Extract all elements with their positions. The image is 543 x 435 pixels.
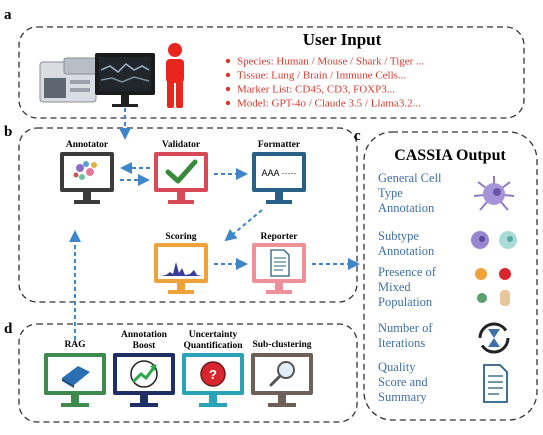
panel-b: b Annotator Validator Formatter bbox=[4, 124, 358, 303]
output-quality-line-3: Summary bbox=[378, 390, 427, 404]
summary-document-icon bbox=[483, 364, 508, 403]
panel-d-letter: d bbox=[4, 321, 13, 337]
subclustering-label: Sub-clustering bbox=[252, 340, 311, 350]
question-icon: ? bbox=[200, 361, 226, 387]
person-icon bbox=[166, 43, 184, 108]
output-mixed-line-1: Presence of bbox=[378, 265, 437, 279]
output-general-line-1: General Cell bbox=[378, 171, 442, 185]
validator-agent: Validator bbox=[154, 140, 208, 204]
annotator-label: Annotator bbox=[66, 140, 109, 150]
output-general-line-2: Type bbox=[378, 186, 403, 200]
uncertainty-module: Uncertainty Quantification ? bbox=[182, 330, 244, 407]
panel-c-letter: c bbox=[354, 128, 361, 144]
uncertainty-label-line-2: Quantification bbox=[183, 341, 243, 351]
panel-c: c CASSIA Output General Cell Type Annota… bbox=[354, 128, 538, 421]
panel-c-title: CASSIA Output bbox=[394, 147, 506, 164]
output-subtype-line-2: Annotation bbox=[378, 244, 435, 258]
bullet-species: Species: Human / Mouse / Shark / Tiger .… bbox=[237, 56, 425, 68]
check-icon bbox=[165, 159, 198, 184]
report-document-icon bbox=[270, 249, 290, 277]
panel-a-title: User Input bbox=[303, 30, 382, 49]
rag-module: RAG bbox=[44, 340, 106, 407]
output-item-list: General Cell Type Annotation Subtype Ann… bbox=[378, 171, 442, 404]
question-mark-glyph: ? bbox=[209, 367, 217, 382]
computer-monitor-icon bbox=[95, 53, 155, 107]
cell-cluster-icon bbox=[73, 161, 97, 180]
scoring-label: Scoring bbox=[165, 232, 196, 242]
output-mixed-line-2: Mixed bbox=[378, 280, 411, 294]
reporter-agent: Reporter bbox=[252, 232, 306, 294]
output-mixed-line-3: Population bbox=[378, 295, 433, 309]
rag-label: RAG bbox=[64, 340, 86, 350]
magnifier-icon bbox=[269, 361, 295, 387]
annotation-boost-module: Annotation Boost bbox=[113, 330, 175, 407]
mixed-population-icon bbox=[475, 268, 511, 306]
book-icon bbox=[62, 366, 90, 388]
output-general-line-3: Annotation bbox=[378, 201, 435, 215]
sub-clustering-module: Sub-clustering bbox=[251, 340, 313, 407]
reporter-label: Reporter bbox=[261, 232, 299, 242]
bullet-model: Model: GPT-4o / Claude 3.5 / Llama3.2... bbox=[237, 98, 421, 110]
input-bullet-list: Species: Human / Mouse / Shark / Tiger .… bbox=[225, 56, 425, 110]
panel-d: d RAG Annotation Boost bbox=[4, 321, 358, 423]
arrow-formatter-to-scoring bbox=[224, 209, 263, 242]
flow-arrows bbox=[69, 108, 360, 340]
hourglass-cycle-icon bbox=[478, 322, 510, 354]
output-subtype-line-1: Subtype bbox=[378, 229, 419, 243]
bullet-tissue: Tissue: Lung / Brain / Immune Cells... bbox=[237, 70, 406, 82]
output-iterations-line-2: Iterations bbox=[378, 336, 425, 350]
cell-icon bbox=[473, 176, 515, 211]
output-quality-line-2: Score and bbox=[378, 375, 428, 389]
panel-a-letter: a bbox=[4, 7, 12, 23]
formatter-screen-text: AAA ····· bbox=[262, 168, 297, 178]
formatter-label: Formatter bbox=[258, 140, 301, 150]
score-distribution-icon bbox=[160, 262, 202, 276]
boost-label-line-2: Boost bbox=[133, 341, 157, 351]
subtype-cells-icon bbox=[471, 231, 517, 249]
panel-a: a User Input Species: Human / Mou bbox=[4, 7, 525, 119]
scoring-agent: Scoring bbox=[154, 232, 208, 294]
growth-chart-icon bbox=[130, 360, 158, 388]
validator-label: Validator bbox=[162, 140, 201, 150]
annotator-agent: Annotator bbox=[60, 140, 114, 204]
bullet-marker-list: Marker List: CD45, CD3, FOXP3... bbox=[237, 84, 395, 96]
output-iterations-line-1: Number of bbox=[378, 321, 433, 335]
panel-b-letter: b bbox=[4, 124, 12, 140]
sequencer-icon bbox=[39, 57, 99, 103]
uncertainty-label-line-1: Uncertainty bbox=[189, 330, 238, 340]
formatter-agent: Formatter AAA ····· bbox=[252, 140, 306, 204]
output-quality-line-1: Quality bbox=[378, 360, 416, 374]
boost-label-line-1: Annotation bbox=[121, 330, 168, 340]
